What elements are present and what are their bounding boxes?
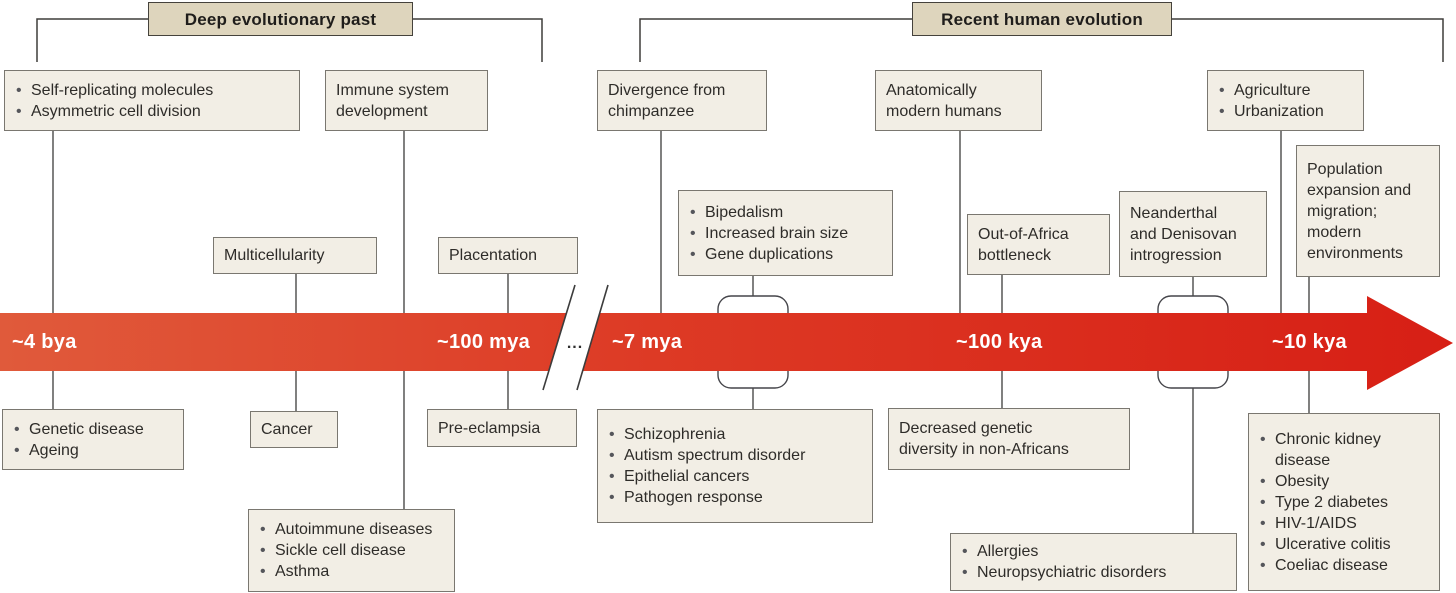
- timeline-break-slash: [542, 284, 576, 391]
- disease-text: Decreased genetic: [899, 420, 1033, 437]
- header-recent-human-evolution: Recent human evolution: [912, 2, 1172, 36]
- timeline-break: [542, 284, 609, 391]
- disease-text: Pre-eclampsia: [438, 419, 541, 437]
- disease-item: HIV-1/AIDS: [1259, 513, 1429, 534]
- header-label: Deep evolutionary past: [184, 9, 377, 29]
- header-bracket-right: [413, 18, 543, 62]
- disease-item: Autism spectrum disorder: [608, 445, 862, 466]
- event-text: Placentation: [449, 247, 538, 264]
- event-box-anatomically-modern-humans: Anatomically modern humans: [875, 70, 1042, 131]
- event-text: migration;: [1307, 202, 1378, 220]
- disease-item: Neuropsychiatric disorders: [961, 562, 1226, 583]
- disease-box-decreased-diversity: Decreased genetic diversity in non-Afric…: [888, 408, 1130, 470]
- event-item: Asymmetric cell division: [15, 101, 289, 122]
- event-box-immune-system: Immune system development: [325, 70, 488, 131]
- disease-item: Asthma: [259, 561, 444, 582]
- timeline-label-100mya: ~100 mya: [437, 331, 531, 353]
- timeline-label-7mya: ~7 mya: [612, 331, 683, 353]
- header-bracket-right: [1172, 18, 1444, 62]
- event-box-self-replicating: Self-replicating molecules Asymmetric ce…: [4, 70, 300, 131]
- event-box-neanderthal-introgression: Neanderthal and Denisovan introgression: [1119, 191, 1267, 277]
- disease-item: Sickle cell disease: [259, 540, 444, 561]
- disease-box-cancer: Cancer: [250, 411, 338, 448]
- timeline-label-4bya: ~4 bya: [12, 331, 77, 353]
- event-item: Gene duplications: [689, 244, 882, 265]
- disease-box-genetic-disease-ageing: Genetic disease Ageing: [2, 409, 184, 470]
- event-text: introgression: [1130, 246, 1222, 264]
- event-text: Immune system: [336, 81, 449, 99]
- event-text: environments: [1307, 244, 1404, 262]
- disease-item: Pathogen response: [608, 487, 862, 508]
- event-text: expansion and: [1307, 181, 1412, 199]
- event-box-bipedalism: Bipedalism Increased brain size Gene dup…: [678, 190, 893, 276]
- timeline-label-100kya: ~100 kya: [956, 331, 1043, 353]
- event-text: Population: [1307, 160, 1383, 178]
- disease-item: Ageing: [13, 440, 173, 461]
- event-box-divergence-from-chimpanzee: Divergence from chimpanzee: [597, 70, 767, 131]
- event-box-out-of-africa-bottleneck: Out-of-Africa bottleneck: [967, 214, 1110, 275]
- event-box-agriculture-urbanization: Agriculture Urbanization: [1207, 70, 1364, 131]
- timeline-break-ellipsis: ...: [566, 335, 584, 352]
- event-box-placentation: Placentation: [438, 237, 578, 274]
- event-item: Self-replicating molecules: [15, 80, 289, 101]
- event-item: Bipedalism: [689, 202, 882, 223]
- disease-item: Coeliac disease: [1259, 555, 1429, 576]
- disease-item: Genetic disease: [13, 419, 173, 440]
- header-bracket-left: [639, 18, 912, 62]
- event-text: Divergence from: [608, 81, 726, 99]
- event-text: chimpanzee: [608, 102, 695, 120]
- disease-box-autoimmune: Autoimmune diseases Sickle cell disease …: [248, 509, 455, 592]
- header-label: Recent human evolution: [941, 9, 1143, 29]
- disease-item: Epithelial cancers: [608, 466, 862, 487]
- header-brackets: [36, 18, 1444, 62]
- event-text: Anatomically: [886, 81, 977, 99]
- event-text: Multicellularity: [224, 247, 325, 264]
- disease-box-allergies: Allergies Neuropsychiatric disorders: [950, 533, 1237, 591]
- header-deep-evolutionary-past: Deep evolutionary past: [148, 2, 413, 36]
- header-bracket-left: [36, 18, 148, 62]
- disease-text: Cancer: [261, 421, 313, 438]
- disease-box-chronic-modern: Chronic kidney disease Obesity Type 2 di…: [1248, 413, 1440, 591]
- timeline-label-10kya: ~10 kya: [1272, 331, 1347, 353]
- event-text: modern: [1307, 223, 1362, 241]
- disease-item: Type 2 diabetes: [1259, 492, 1429, 513]
- disease-item: Schizophrenia: [608, 424, 862, 445]
- disease-item: Autoimmune diseases: [259, 519, 444, 540]
- disease-item: Allergies: [961, 541, 1226, 562]
- event-item: Agriculture: [1218, 80, 1353, 101]
- timeline-break-slash: [576, 284, 609, 391]
- disease-item: Obesity: [1259, 471, 1429, 492]
- disease-item: Ulcerative colitis: [1259, 534, 1429, 555]
- timeline-arrow: [0, 296, 1453, 390]
- event-text: and Denisovan: [1130, 225, 1237, 243]
- event-text: Out-of-Africa: [978, 225, 1069, 243]
- disease-box-pre-eclampsia: Pre-eclampsia: [427, 409, 577, 447]
- event-text: Neanderthal: [1130, 204, 1218, 222]
- event-box-multicellularity: Multicellularity: [213, 237, 377, 274]
- event-text: modern humans: [886, 102, 1002, 120]
- disease-text: diversity in non-Africans: [899, 441, 1069, 458]
- event-box-population-expansion: Population expansion and migration; mode…: [1296, 145, 1440, 277]
- event-item: Urbanization: [1218, 101, 1353, 122]
- event-text: development: [336, 102, 428, 120]
- event-text: bottleneck: [978, 246, 1051, 264]
- disease-box-schizophrenia-group: Schizophrenia Autism spectrum disorder E…: [597, 409, 873, 523]
- event-item: Increased brain size: [689, 223, 882, 244]
- disease-item: Chronic kidney disease: [1259, 429, 1429, 471]
- timeline-break-gap: [543, 285, 608, 390]
